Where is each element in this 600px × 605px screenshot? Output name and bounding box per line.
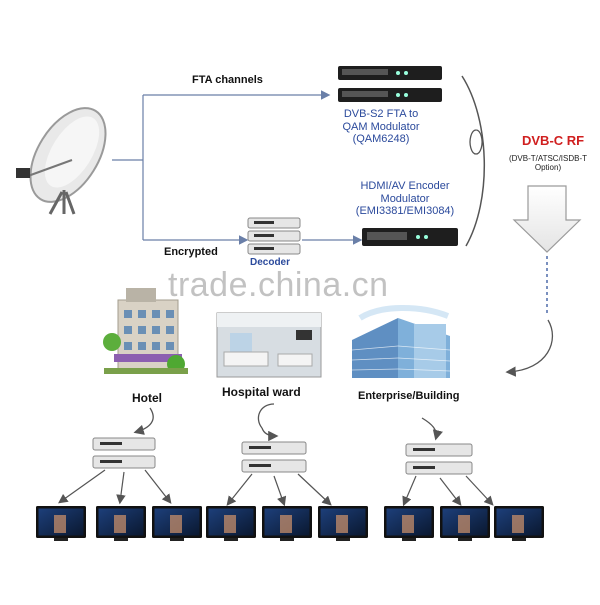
hospital-ward-label: Hospital ward [222,385,301,399]
set-top-box-icon [405,443,473,475]
rf-return-arrow [505,319,553,377]
tv-icon [318,506,368,541]
combiner-loop [469,129,483,155]
dish-feed-lines [112,90,363,245]
encoder-label: HDMI/AV Encoder Modulator (EMI3381/EMI30… [340,180,470,218]
tv-icon [152,506,202,541]
dvbc-rf-label: DVB-C RF [522,133,585,148]
modulator-title-line2: QAM Modulator [342,120,420,133]
combiner-curve [461,75,485,247]
rack-device-icon [338,66,442,102]
watermark: trade.china.cn [168,266,389,304]
enterprise-label: Enterprise/Building [358,390,460,402]
encrypted-label: Encrypted [164,246,218,258]
modulator-model: (QAM6248) [352,133,410,146]
hotel-building-icon [103,288,188,374]
set-top-box-icon [92,437,156,469]
tv-icon [494,506,544,541]
rack-device-icon [362,228,458,246]
tv-icon [206,506,256,541]
satellite-dish-icon [16,107,107,215]
tv-icon [96,506,146,541]
encoder-title-line2: Modulator [380,192,430,205]
tv-icon [36,506,86,541]
hotel-label: Hotel [132,391,162,405]
hospital-ward-icon [216,312,322,378]
fta-channels-label: FTA channels [192,74,263,86]
modulator-label: DVB-S2 FTA to QAM Modulator (QAM6248) [326,108,436,146]
dvbc-note-line1: (DVB-T/ATSC/ISDB-T [508,154,588,163]
tv-icon [262,506,312,541]
encoder-model: (EMI3381/EMI3084) [355,205,455,218]
decoder-device-icon [247,217,301,255]
office-building-icon [351,305,451,378]
modulator-title-line1: DVB-S2 FTA to [343,108,419,120]
encoder-title-line1: HDMI/AV Encoder [360,180,450,192]
site-feed-arrows [133,403,443,442]
tv-feed-arrows [58,469,494,507]
tv-group [36,506,544,541]
down-arrow-icon [512,185,582,253]
tv-icon [440,506,490,541]
dvbc-note-line2: Option) [534,163,562,173]
set-top-box-icon [241,441,307,473]
dvbc-note: (DVB-T/ATSC/ISDB-T Option) [496,154,600,172]
tv-icon [384,506,434,541]
decoder-label: Decoder [250,257,291,268]
